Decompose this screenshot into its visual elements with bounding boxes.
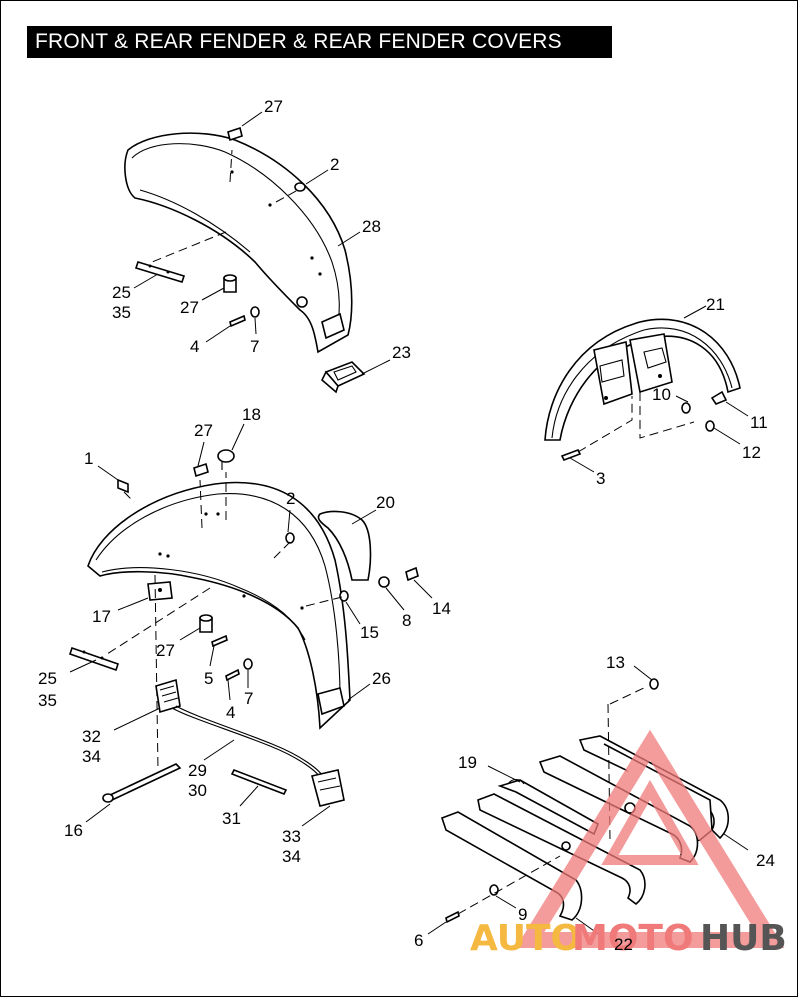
washer-10[interactable] — [681, 402, 691, 414]
callout-27-mid: 27 — [180, 298, 199, 317]
page-title: FRONT & REAR FENDER & REAR FENDER COVERS — [27, 26, 612, 58]
leader-lines — [69, 111, 749, 939]
callout-11: 11 — [750, 413, 768, 432]
plug-2-lower[interactable] — [285, 532, 295, 544]
grommet-27-lower[interactable] — [199, 614, 213, 633]
callout-14: 14 — [432, 599, 451, 618]
callout-25-lower: 25 — [38, 669, 57, 688]
callout-3: 3 — [596, 469, 605, 488]
plug-18[interactable] — [217, 449, 235, 470]
callout-20: 20 — [376, 493, 395, 512]
callout-17: 17 — [92, 607, 111, 626]
bracket-17[interactable] — [147, 581, 173, 601]
callout-32: 32 — [82, 727, 101, 746]
strap-31[interactable] — [230, 768, 288, 796]
wiring-harness[interactable] — [155, 678, 345, 807]
screw-1[interactable] — [117, 478, 129, 494]
callout-19: 19 — [458, 753, 477, 772]
callout-4-top: 4 — [190, 337, 199, 356]
washer-8[interactable] — [378, 576, 390, 588]
washer-27-upper[interactable] — [193, 462, 209, 478]
screw-5[interactable] — [211, 634, 228, 648]
callout-13: 13 — [606, 653, 625, 672]
washer-7-top[interactable] — [250, 306, 260, 318]
callout-2-top: 2 — [330, 155, 339, 174]
callout-33: 33 — [282, 827, 301, 846]
screw-3[interactable] — [560, 448, 582, 462]
callout-21: 21 — [706, 295, 725, 314]
bracket-25-top[interactable] — [134, 261, 186, 283]
front-fender-part[interactable] — [544, 318, 741, 441]
callout-10: 10 — [652, 385, 671, 404]
plug-2-top[interactable] — [294, 182, 306, 192]
callout-24: 24 — [756, 851, 775, 870]
callout-31: 31 — [222, 809, 241, 828]
washer-7-lower[interactable] — [243, 658, 253, 670]
callout-8: 8 — [402, 611, 411, 630]
cover-23[interactable] — [321, 361, 366, 394]
callout-34-left: 34 — [82, 747, 101, 766]
nut-11[interactable] — [710, 390, 728, 405]
callout-34-right: 34 — [282, 847, 301, 866]
washer-27-top[interactable] — [227, 126, 243, 142]
callout-35-top: 35 — [112, 303, 131, 322]
callout-5: 5 — [204, 669, 213, 688]
rear-fender-part[interactable] — [87, 481, 351, 730]
callout-15: 15 — [360, 623, 379, 642]
screw-4-top[interactable] — [229, 314, 246, 328]
callout-26: 26 — [372, 669, 391, 688]
callout-7-top: 7 — [250, 337, 259, 356]
callout-29: 29 — [188, 761, 207, 780]
callout-35-lower: 35 — [38, 691, 57, 710]
bracket-25-lower[interactable] — [68, 646, 120, 672]
callout-7-lower: 7 — [244, 689, 253, 708]
callout-9: 9 — [518, 905, 527, 924]
nut-14[interactable] — [405, 566, 419, 582]
callout-27-lower: 27 — [156, 641, 175, 660]
watermark-logo — [515, 729, 785, 948]
watermark-word-moto: MOTO — [572, 918, 694, 959]
callout-28: 28 — [362, 217, 381, 236]
callout-16: 16 — [64, 821, 83, 840]
callout-27-upper: 27 — [194, 421, 213, 440]
screw-6[interactable] — [445, 910, 460, 924]
rod-16[interactable] — [102, 763, 182, 803]
watermark-word-auto: AUTO — [470, 918, 581, 959]
callout-1: 1 — [84, 449, 93, 468]
pad-20[interactable] — [317, 510, 372, 581]
strut-rail-inner[interactable] — [477, 793, 646, 906]
screw-4-lower[interactable] — [225, 668, 240, 682]
callout-18: 18 — [242, 405, 261, 424]
callout-27-top: 27 — [264, 97, 283, 116]
watermark-word-hub: HUB — [700, 918, 787, 959]
washer-15[interactable] — [339, 590, 349, 602]
callout-30: 30 — [188, 781, 207, 800]
nut-12[interactable] — [705, 420, 715, 432]
callout-2-lower: 2 — [286, 489, 295, 508]
callout-25-top: 25 — [112, 283, 131, 302]
washer-9[interactable] — [489, 884, 499, 896]
callout-4-lower: 4 — [226, 703, 235, 722]
callout-6: 6 — [414, 931, 423, 950]
nut-13[interactable] — [649, 678, 659, 690]
callout-23: 23 — [392, 343, 411, 362]
callout-22: 22 — [614, 935, 633, 954]
grommet-27-mid[interactable] — [223, 274, 237, 293]
callout-12: 12 — [742, 443, 761, 462]
callout-labels: 27 2 28 25 35 27 4 7 23 21 10 11 12 3 18… — [38, 97, 775, 954]
